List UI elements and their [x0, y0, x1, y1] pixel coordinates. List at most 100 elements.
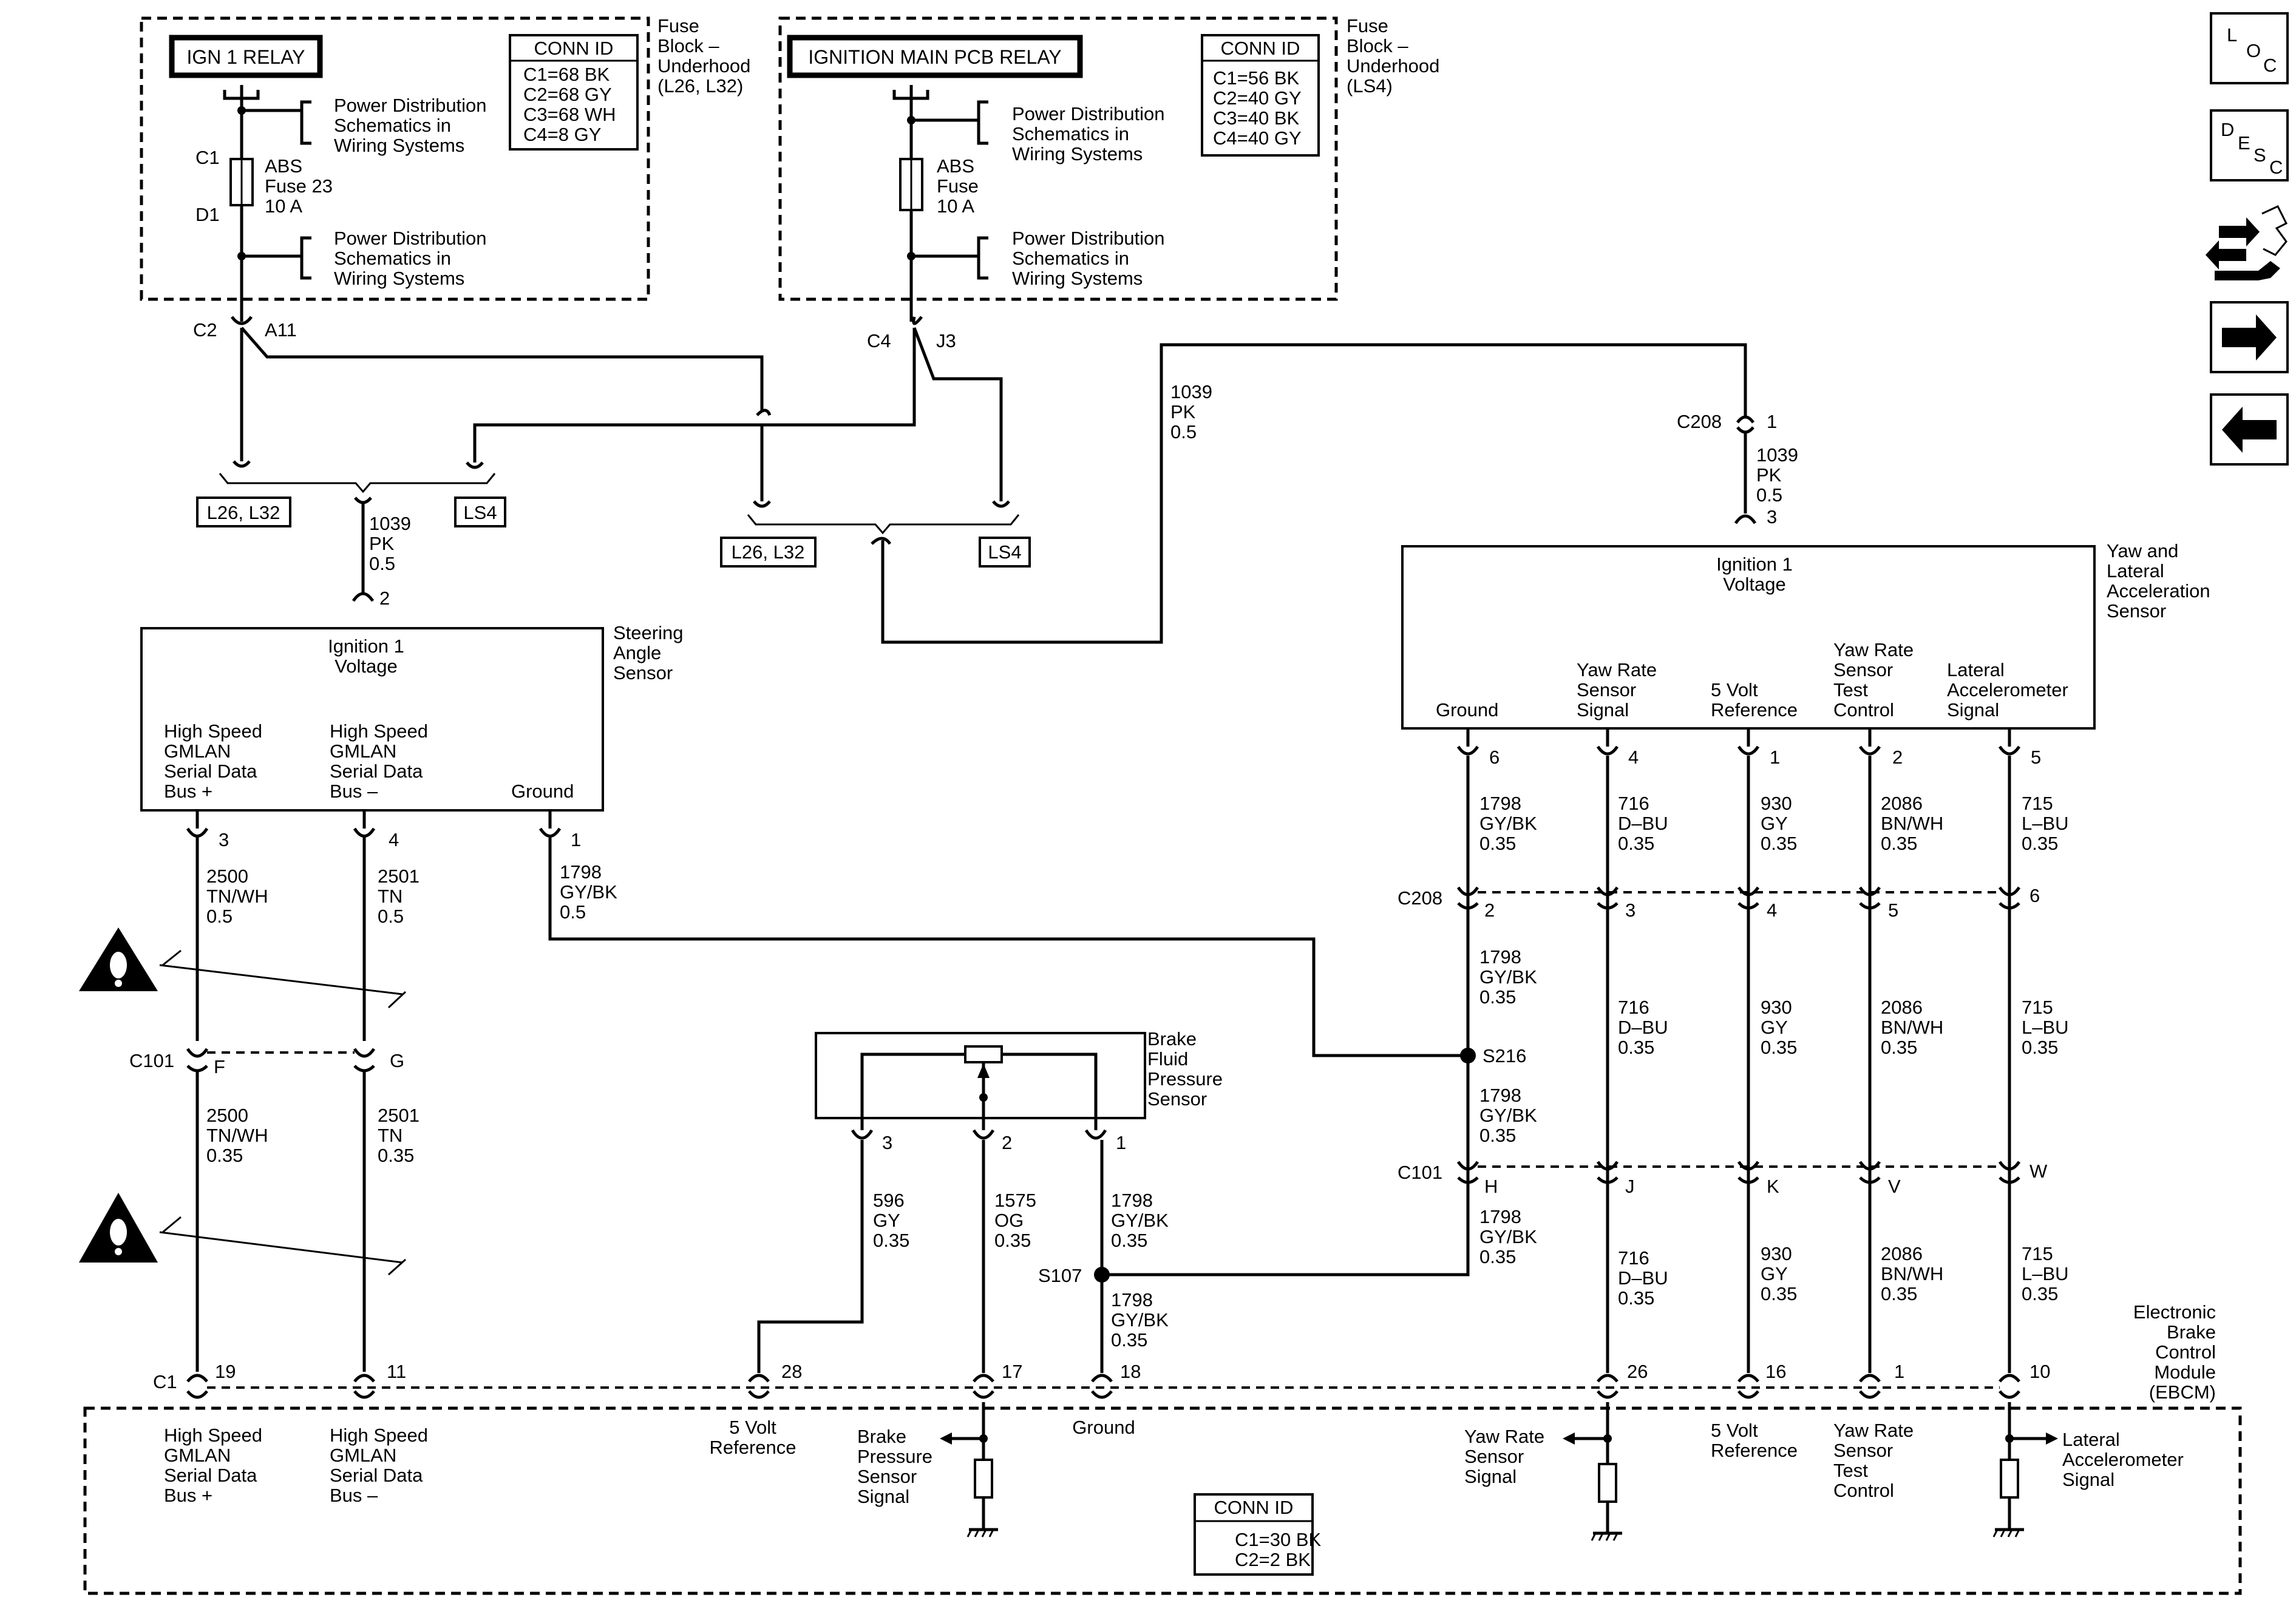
svg-text:0.35: 0.35 — [206, 1145, 243, 1166]
svg-text:0.35: 0.35 — [2022, 1037, 2058, 1058]
svg-text:Ignition 1: Ignition 1 — [1716, 554, 1793, 575]
svg-text:F: F — [214, 1056, 225, 1077]
svg-text:Bus –: Bus – — [330, 1485, 378, 1506]
svg-text:GY/BK: GY/BK — [1479, 966, 1537, 988]
nav-loc-button[interactable]: L O C — [2210, 12, 2289, 84]
svg-text:0.5: 0.5 — [378, 906, 404, 927]
svg-text:GMLAN: GMLAN — [330, 741, 396, 762]
svg-text:3: 3 — [1767, 506, 1777, 527]
svg-text:L–BU: L–BU — [2022, 813, 2069, 834]
svg-text:0.35: 0.35 — [1618, 1287, 1654, 1309]
svg-text:BN/WH: BN/WH — [1881, 1017, 1943, 1038]
svg-text:Underhood: Underhood — [657, 55, 750, 76]
svg-text:Brake: Brake — [1147, 1028, 1197, 1049]
svg-text:K: K — [1767, 1176, 1779, 1197]
svg-text:S216: S216 — [1483, 1045, 1526, 1066]
svg-text:Sensor: Sensor — [1577, 679, 1636, 700]
conn-id-row: C3=68 WH — [523, 104, 616, 125]
caution-icon[interactable] — [79, 927, 158, 991]
svg-text:0.35: 0.35 — [1881, 1037, 1917, 1058]
power-distribution-ref: Power Distribution — [1012, 103, 1165, 124]
svg-text:5: 5 — [1888, 900, 1898, 921]
next-arrow-button[interactable] — [2210, 301, 2289, 373]
svg-text:Fuse: Fuse — [1347, 15, 1388, 36]
nav-desc-button[interactable]: D E S C — [2210, 109, 2289, 181]
option-tag-ls4 — [979, 537, 1031, 568]
svg-text:V: V — [1888, 1176, 1901, 1197]
svg-text:GY: GY — [1761, 1263, 1788, 1284]
svg-text:10: 10 — [2029, 1361, 2050, 1382]
svg-text:(LS4): (LS4) — [1347, 75, 1393, 97]
ebcm-conn-id: CONN ID C1=30 BK C2=2 BK — [1194, 1493, 1322, 1576]
svg-text:3: 3 — [1625, 900, 1635, 921]
svg-text:Serial Data: Serial Data — [164, 761, 257, 782]
svg-text:BN/WH: BN/WH — [1881, 1263, 1943, 1284]
svg-text:GY: GY — [873, 1210, 900, 1231]
svg-text:Ignition 1: Ignition 1 — [328, 636, 404, 657]
sas-output-wiring: 3 2500 TN/WH 0.5 4 2501 TN 0.5 1 1798 GY… — [129, 810, 1467, 1372]
option-tag-ls4 — [454, 497, 506, 527]
svg-text:Wiring Systems: Wiring Systems — [334, 135, 464, 156]
caution-icon[interactable] — [79, 1193, 158, 1263]
svg-text:Reference: Reference — [1711, 1440, 1798, 1461]
svg-text:1798: 1798 — [1479, 946, 1521, 968]
svg-text:D–BU: D–BU — [1618, 1267, 1668, 1289]
svg-text:C: C — [2269, 157, 2283, 178]
svg-text:0.35: 0.35 — [1479, 986, 1516, 1008]
svg-text:6: 6 — [1489, 747, 1500, 768]
svg-text:Control: Control — [1833, 699, 1894, 720]
svg-text:C3=40 BK: C3=40 BK — [1213, 107, 1300, 129]
svg-text:Ground: Ground — [511, 781, 574, 802]
conn-id-header: CONN ID — [534, 38, 614, 59]
svg-text:Fuse: Fuse — [657, 15, 699, 36]
svg-text:0.35: 0.35 — [873, 1230, 909, 1251]
svg-text:0.35: 0.35 — [1881, 1283, 1917, 1304]
brake-fluid-pressure-sensor: Brake Fluid Pressure Sensor — [815, 1028, 1223, 1119]
svg-text:2501: 2501 — [378, 1105, 419, 1126]
svg-text:1039: 1039 — [1170, 381, 1212, 402]
svg-text:GMLAN: GMLAN — [330, 1445, 396, 1466]
svg-text:C1=30 BK: C1=30 BK — [1235, 1529, 1322, 1550]
svg-text:28: 28 — [781, 1361, 802, 1382]
svg-text:Sensor: Sensor — [613, 662, 673, 683]
svg-text:TN: TN — [378, 1125, 402, 1146]
wire-1039: 1039 — [369, 513, 411, 534]
svg-text:GY: GY — [1761, 813, 1788, 834]
svg-text:Yaw Rate: Yaw Rate — [1464, 1426, 1544, 1447]
brake-fluid-sensor-wiring: 3 2 1 596 GY 0.35 1575 OG 0.35 1798 GY/B… — [757, 1118, 1169, 1373]
svg-text:L–BU: L–BU — [2022, 1263, 2069, 1284]
svg-text:2: 2 — [1892, 747, 1903, 768]
svg-text:2: 2 — [379, 588, 390, 609]
svg-text:Sensor: Sensor — [857, 1466, 917, 1487]
svg-text:10 A: 10 A — [937, 195, 974, 217]
svg-text:1: 1 — [1894, 1361, 1904, 1382]
svg-text:Sensor: Sensor — [1464, 1446, 1524, 1467]
power-distribution-ref: Power Distribution — [1012, 228, 1165, 249]
svg-text:Reference: Reference — [1711, 699, 1798, 720]
svg-text:716: 716 — [1618, 793, 1649, 814]
previous-arrow-button[interactable] — [2210, 393, 2289, 466]
svg-text:1798: 1798 — [1111, 1190, 1153, 1211]
svg-text:PK: PK — [1756, 464, 1782, 486]
svg-text:High Speed: High Speed — [164, 720, 262, 742]
svg-text:TN: TN — [378, 886, 402, 907]
svg-text:TN/WH: TN/WH — [206, 1125, 268, 1146]
svg-text:Yaw and: Yaw and — [2107, 540, 2178, 561]
ign1-relay-label: IGN 1 RELAY — [186, 46, 305, 68]
svg-text:PK: PK — [1170, 401, 1196, 422]
svg-text:2086: 2086 — [1881, 793, 1923, 814]
svg-text:1: 1 — [1770, 747, 1780, 768]
svg-text:0.35: 0.35 — [1761, 1283, 1797, 1304]
svg-text:2: 2 — [1484, 900, 1495, 921]
svg-text:OG: OG — [994, 1210, 1024, 1231]
svg-text:D1: D1 — [195, 204, 220, 225]
conn-id-row: C1=68 BK — [523, 64, 610, 85]
svg-text:Lateral: Lateral — [1947, 659, 2005, 680]
svg-text:CONN ID: CONN ID — [1221, 38, 1300, 59]
connector-wrench-icon[interactable] — [2206, 205, 2288, 280]
svg-text:Sensor: Sensor — [1833, 1440, 1893, 1461]
svg-text:LS4: LS4 — [463, 502, 497, 523]
svg-text:W: W — [2029, 1161, 2048, 1182]
svg-text:Yaw Rate: Yaw Rate — [1577, 659, 1657, 680]
